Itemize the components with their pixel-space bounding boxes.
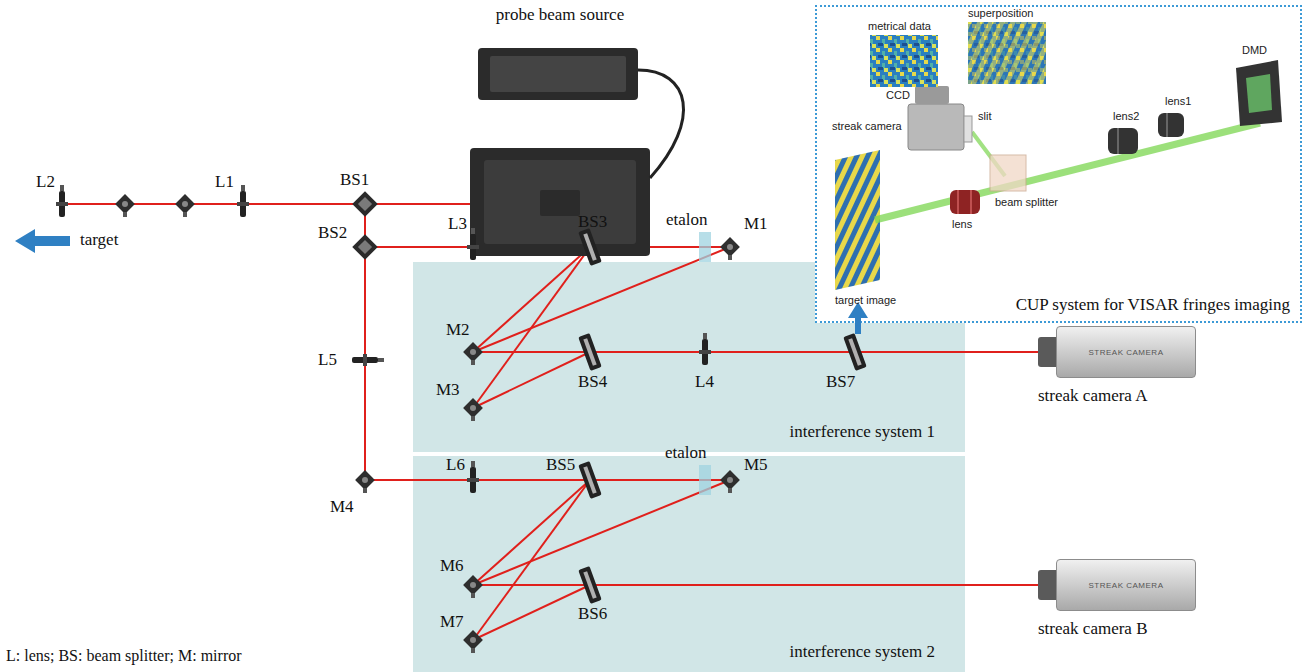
camera-label: streak camera B bbox=[1038, 619, 1196, 639]
part-label: M5 bbox=[744, 455, 768, 475]
node-title: CUP system for VISAR fringes imaging bbox=[1014, 295, 1292, 315]
part-label: L6 bbox=[446, 455, 465, 475]
part-label: BS1 bbox=[340, 170, 369, 190]
part-label: L3 bbox=[448, 214, 467, 234]
part-label: metrical data bbox=[868, 20, 931, 33]
camera-body: STREAK CAMERA bbox=[1056, 326, 1196, 378]
part-label: L1 bbox=[215, 172, 234, 192]
part-label: target bbox=[80, 230, 118, 250]
part-label: L4 bbox=[695, 372, 714, 392]
part-label: L2 bbox=[36, 172, 55, 192]
part-label: etalon bbox=[666, 210, 708, 230]
part-label: M2 bbox=[446, 320, 470, 340]
part-label: L5 bbox=[318, 350, 337, 370]
part-label: CCD bbox=[886, 89, 910, 102]
camera-label: streak camera A bbox=[1038, 386, 1196, 406]
camera-body: STREAK CAMERA bbox=[1056, 559, 1196, 611]
part-label: BS7 bbox=[826, 372, 855, 392]
beam-path bbox=[965, 351, 1038, 353]
part-label: M3 bbox=[436, 380, 460, 400]
part-label: DMD bbox=[1242, 44, 1267, 57]
node-title: interference system 1 bbox=[790, 422, 935, 442]
part-label: BS5 bbox=[546, 455, 575, 475]
camera-device: STREAK CAMERA streak camera B bbox=[1038, 559, 1196, 639]
part-label: streak camera bbox=[832, 120, 902, 133]
camera-lens bbox=[1038, 570, 1056, 600]
part-label: M4 bbox=[330, 497, 354, 517]
part-label: M1 bbox=[744, 214, 768, 234]
abbreviation-key: L: lens; BS: beam splitter; M: mirror bbox=[6, 646, 242, 666]
part-label: lens2 bbox=[1113, 110, 1139, 123]
part-label: superposition bbox=[968, 7, 1033, 20]
part-label: BS6 bbox=[578, 604, 607, 624]
part-label: target image bbox=[835, 294, 896, 307]
node-title: interference system 2 bbox=[790, 642, 935, 662]
part-label: BS3 bbox=[578, 212, 607, 232]
node-title: probe beam source bbox=[496, 5, 624, 25]
part-label: slit bbox=[978, 110, 991, 123]
part-label: beam splitter bbox=[995, 196, 1058, 209]
beam-path bbox=[965, 584, 1038, 586]
part-label: etalon bbox=[665, 443, 707, 463]
part-label: BS2 bbox=[318, 223, 347, 243]
part-label: BS4 bbox=[578, 372, 607, 392]
camera-device: STREAK CAMERA streak camera A bbox=[1038, 326, 1196, 406]
part-label: lens1 bbox=[1165, 95, 1191, 108]
part-label: M6 bbox=[440, 556, 464, 576]
camera-lens bbox=[1038, 337, 1056, 367]
part-label: M7 bbox=[440, 612, 464, 632]
part-label: lens bbox=[952, 218, 972, 231]
